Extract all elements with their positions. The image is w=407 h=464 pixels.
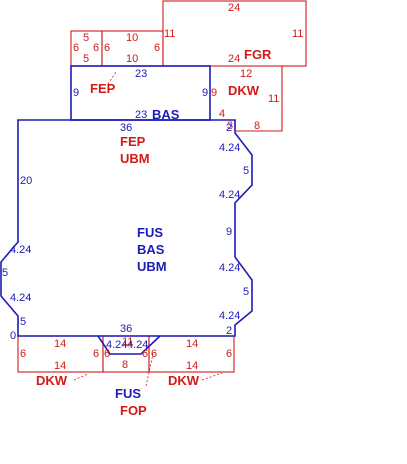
room-label-ubm-main: UBM	[137, 259, 167, 274]
room-label-dkw-bottom-right: DKW	[168, 373, 200, 388]
dim-bas-right: 9	[202, 87, 208, 99]
dim-mid-right-diagonal: 4.24	[127, 339, 148, 351]
dim-sq2-left: 6	[104, 42, 110, 54]
dim-dkw-step-vertical: 4	[219, 108, 225, 120]
dim-bl-right: 6	[93, 348, 99, 360]
dim-bl-top: 14	[54, 338, 66, 350]
dim-main-left-1: 4.24	[10, 244, 31, 256]
dim-bas-bottom: 23	[135, 109, 147, 121]
room-label-fep-mid: FEP	[120, 134, 146, 149]
dim-main-left-5: 0	[10, 330, 16, 342]
dim-mid-right: 6	[142, 348, 148, 360]
dim-br-right: 6	[226, 348, 232, 360]
dim-main-left: 20	[20, 175, 32, 187]
room-label-bas-top: BAS	[152, 107, 180, 122]
dim-main-left-2: 5	[2, 267, 8, 279]
dim-main-top-right-2: 4.24	[219, 142, 240, 154]
dim-fgr-right: 11	[292, 28, 303, 40]
dim-sq1-left: 6	[73, 42, 79, 54]
room-label-fus-main: FUS	[137, 225, 163, 240]
dim-bas-left: 9	[73, 87, 79, 99]
dim-br-top: 14	[186, 338, 198, 350]
dim-dkw-right: 11	[268, 93, 279, 105]
dkw-right-leader	[201, 372, 223, 381]
room-label-fep-top: FEP	[90, 81, 116, 96]
bay-window-outline	[97, 335, 161, 355]
dim-main-top-right-1: 2	[226, 122, 232, 134]
room-label-dkw-top: DKW	[228, 83, 260, 98]
dim-dkw-left: 9	[211, 87, 217, 99]
dim-fgr-left: 11	[164, 28, 175, 40]
dim-br-left: 6	[151, 348, 157, 360]
dim-sq1-bottom: 5	[83, 53, 89, 65]
room-label-bas-main: BAS	[137, 242, 165, 257]
dim-sq2-top: 10	[126, 32, 138, 44]
fep-leader	[107, 71, 117, 85]
dim-dkw-bottom: 8	[254, 120, 260, 132]
dim-sq2-right: 6	[154, 42, 160, 54]
dim-sq1-right: 6	[93, 42, 99, 54]
dim-main-top: 36	[120, 122, 132, 134]
dim-bl-left: 6	[20, 348, 26, 360]
room-label-ubm-mid: UBM	[120, 151, 150, 166]
dim-dkw-step-horizontal: 3	[227, 120, 233, 132]
dim-fgr-top: 24	[228, 2, 240, 14]
room-label-fgr: FGR	[244, 47, 272, 62]
dim-main-right-6: 4.24	[219, 310, 240, 322]
room-label-fop-bottom: FOP	[120, 403, 147, 418]
dim-main-left-4: 5	[20, 316, 26, 328]
dim-mid-left: 6	[104, 348, 110, 360]
dim-main-bottom: 36	[120, 323, 132, 335]
dim-bas-top: 23	[135, 68, 147, 80]
room-label-fus-bottom: FUS	[115, 386, 141, 401]
fop-leader	[145, 353, 154, 387]
dim-mid-left-diagonal: 4.24	[106, 339, 127, 351]
dim-dkw-top: 12	[240, 68, 252, 80]
dim-sq2-bottom: 10	[126, 53, 138, 65]
dim-main-left-3: 4.24	[10, 292, 31, 304]
dim-main-right-3: 9	[226, 226, 232, 238]
dim-mid-bottom: 8	[122, 359, 128, 371]
dim-mid-top: 11	[122, 336, 133, 348]
dim-main-right-7: 2	[226, 325, 232, 337]
dim-sq1-top: 5	[83, 32, 89, 44]
dim-fgr-bottom: 24	[228, 53, 240, 65]
dim-main-right-4: 4.24	[219, 262, 240, 274]
fus-main-outline	[0, 119, 253, 337]
dim-main-right-2: 4.24	[219, 189, 240, 201]
room-label-dkw-bottom-left: DKW	[36, 373, 68, 388]
dim-bl-bottom: 14	[54, 360, 66, 372]
dim-br-bottom: 14	[186, 360, 198, 372]
dim-main-right-1: 5	[243, 165, 249, 177]
dkw-left-leader	[73, 373, 89, 381]
dim-main-right-5: 5	[243, 286, 249, 298]
